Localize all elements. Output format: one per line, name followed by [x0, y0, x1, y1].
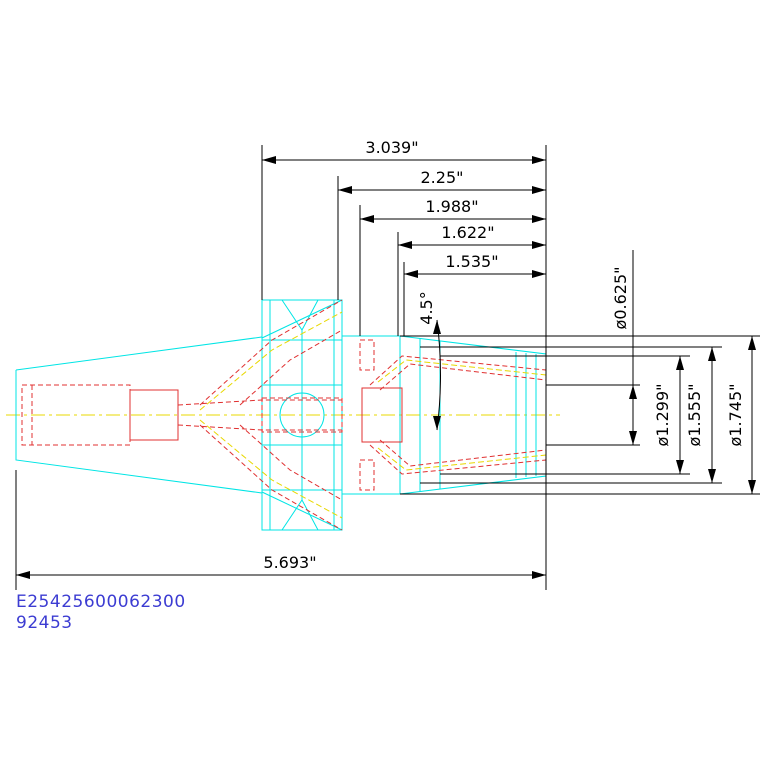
dim-5693: 5.693" [263, 553, 316, 572]
dim-225: 2.25" [421, 168, 464, 187]
yellow-dashed-lines [199, 311, 547, 519]
dim-dia-0625: ø0.625" [611, 267, 630, 330]
dim-3039: 3.039" [365, 138, 418, 157]
dim-dia-1555: ø1.555" [685, 384, 704, 447]
dim-1988: 1.988" [425, 197, 478, 216]
dim-1535: 1.535" [445, 252, 498, 271]
dimension-lines [15, 145, 760, 590]
dim-1622: 1.622" [441, 223, 494, 242]
part-number: E25425600062300 [16, 592, 186, 612]
dim-dia-1299: ø1.299" [653, 384, 672, 447]
hidden-lines [21, 299, 547, 531]
dim-angle: 4.5° [417, 291, 436, 324]
sub-number: 92453 [16, 613, 73, 633]
dim-dia-1745: ø1.745" [726, 384, 745, 447]
